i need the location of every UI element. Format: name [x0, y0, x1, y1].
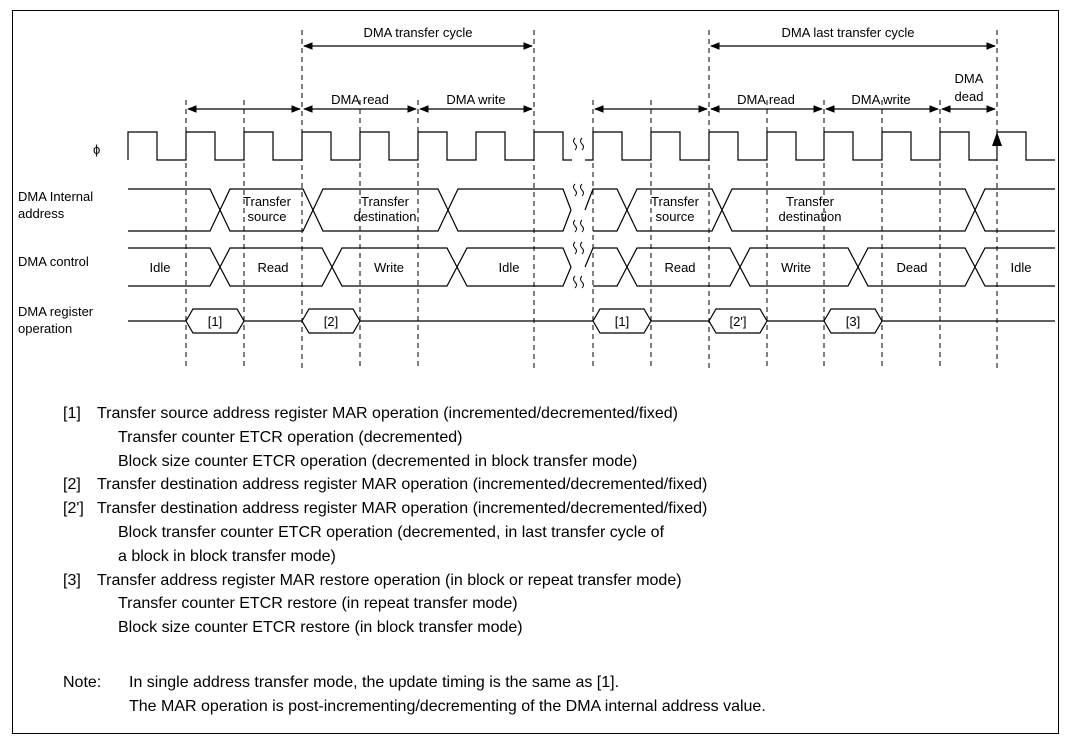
- phi-label: ϕ: [93, 142, 100, 157]
- internal-address-label-line2: address: [18, 206, 65, 221]
- control-state-read-1: Read: [257, 260, 288, 275]
- time-break-marks: [573, 137, 584, 289]
- control-state-idle-1: Idle: [150, 260, 171, 275]
- register-op-2prime: [2']: [730, 314, 747, 329]
- control-state-write-1: Write: [374, 260, 404, 275]
- register-op-box: [592, 308, 652, 334]
- legend-line: Block transfer counter ETCR operation (d…: [118, 523, 665, 541]
- address-destination-1-line2: destination: [354, 209, 417, 224]
- dma-write-label-1: DMA write: [446, 92, 505, 107]
- register-op-box: [823, 308, 883, 334]
- register-op-2: [2]: [324, 314, 338, 329]
- note-line: The MAR operation is post-incrementing/d…: [63, 695, 766, 719]
- address-destination-2-line1: Transfer: [786, 194, 835, 209]
- legend-entry: [1] Transfer source address register MAR …: [63, 402, 707, 426]
- note-line: Note: In single address transfer mode, th…: [63, 671, 766, 695]
- legend-tag: [3]: [63, 571, 81, 589]
- legend-tag: [2']: [63, 500, 84, 518]
- note-tag: [63, 695, 129, 719]
- control-state-write-2: Write: [781, 260, 811, 275]
- legend-line: Transfer destination address register MA…: [97, 476, 708, 494]
- note-tag: Note:: [63, 674, 102, 691]
- legend-line: Block size counter ETCR restore (in bloc…: [118, 619, 523, 637]
- internal-address-label-line1: DMA Internal: [18, 189, 93, 204]
- register-op-1a: [1]: [208, 314, 222, 329]
- legend-tag: [1]: [63, 405, 81, 422]
- register-operation-legend: [1] Transfer source address register MAR …: [63, 402, 707, 640]
- register-op-box: [301, 308, 361, 334]
- timing-diagram: DMA transfer cycle DMA last transfer cyc…: [18, 25, 1055, 370]
- legend-line: Transfer counter ETCR operation (decreme…: [118, 428, 463, 446]
- address-source-1-line2: source: [247, 209, 286, 224]
- diagram-frame: [12, 10, 1059, 734]
- dma-read-label-2: DMA read: [737, 92, 795, 107]
- legend-entry: [2'] Transfer destination address registe…: [63, 497, 707, 521]
- transfer-cycle-label: DMA transfer cycle: [363, 25, 472, 40]
- legend-entry: [2] Transfer destination address register…: [63, 473, 707, 497]
- legend-tag: [2]: [63, 476, 81, 494]
- register-op-3: [3]: [846, 314, 860, 329]
- control-state-idle-3: Idle: [1011, 260, 1032, 275]
- dma-read-label-1: DMA read: [331, 92, 389, 107]
- dma-write-label-2: DMA write: [851, 92, 910, 107]
- legend-line: Transfer address register MAR restore op…: [97, 571, 682, 589]
- register-op-boxes: [185, 308, 883, 334]
- register-op-1b: [1]: [615, 314, 629, 329]
- control-state-idle-2: Idle: [499, 260, 520, 275]
- address-source-2-line2: source: [655, 209, 694, 224]
- legend-line: Transfer counter ETCR restore (in repeat…: [118, 595, 518, 613]
- control-state-read-2: Read: [664, 260, 695, 275]
- dma-dead-label-line1: DMA: [955, 71, 984, 86]
- address-destination-2-line2: destination: [779, 209, 842, 224]
- phi-clock-waveform: [127, 131, 1055, 161]
- legend-entry: [3] Transfer address register MAR restore…: [63, 569, 707, 593]
- register-op-box: [708, 308, 768, 334]
- note-block: Note: In single address transfer mode, th…: [63, 671, 766, 719]
- legend-line: Block size counter ETCR operation (decre…: [118, 452, 638, 470]
- register-op-box: [185, 308, 245, 334]
- note-text: The MAR operation is post-incrementing/d…: [129, 697, 766, 715]
- dma-dead-label-line2: dead: [955, 89, 984, 104]
- legend-line: Transfer source address register MAR ope…: [97, 405, 678, 422]
- address-source-1-line1: Transfer: [243, 194, 292, 209]
- address-source-2-line1: Transfer: [651, 194, 700, 209]
- address-destination-1-line1: Transfer: [361, 194, 410, 209]
- last-transfer-cycle-label: DMA last transfer cycle: [782, 25, 915, 40]
- legend-line: Transfer destination address register MA…: [97, 500, 708, 518]
- internal-address-bus: [128, 188, 1055, 232]
- register-op-label-line1: DMA register: [18, 304, 94, 319]
- control-state-dead: Dead: [896, 260, 927, 275]
- phi-edge-arrow: [992, 132, 1002, 146]
- dma-control-bus: [128, 247, 1055, 287]
- legend-line: a block in block transfer mode): [118, 547, 336, 565]
- note-text: In single address transfer mode, the upd…: [129, 674, 620, 691]
- dma-control-label: DMA control: [18, 254, 89, 269]
- register-op-label-line2: operation: [18, 321, 72, 336]
